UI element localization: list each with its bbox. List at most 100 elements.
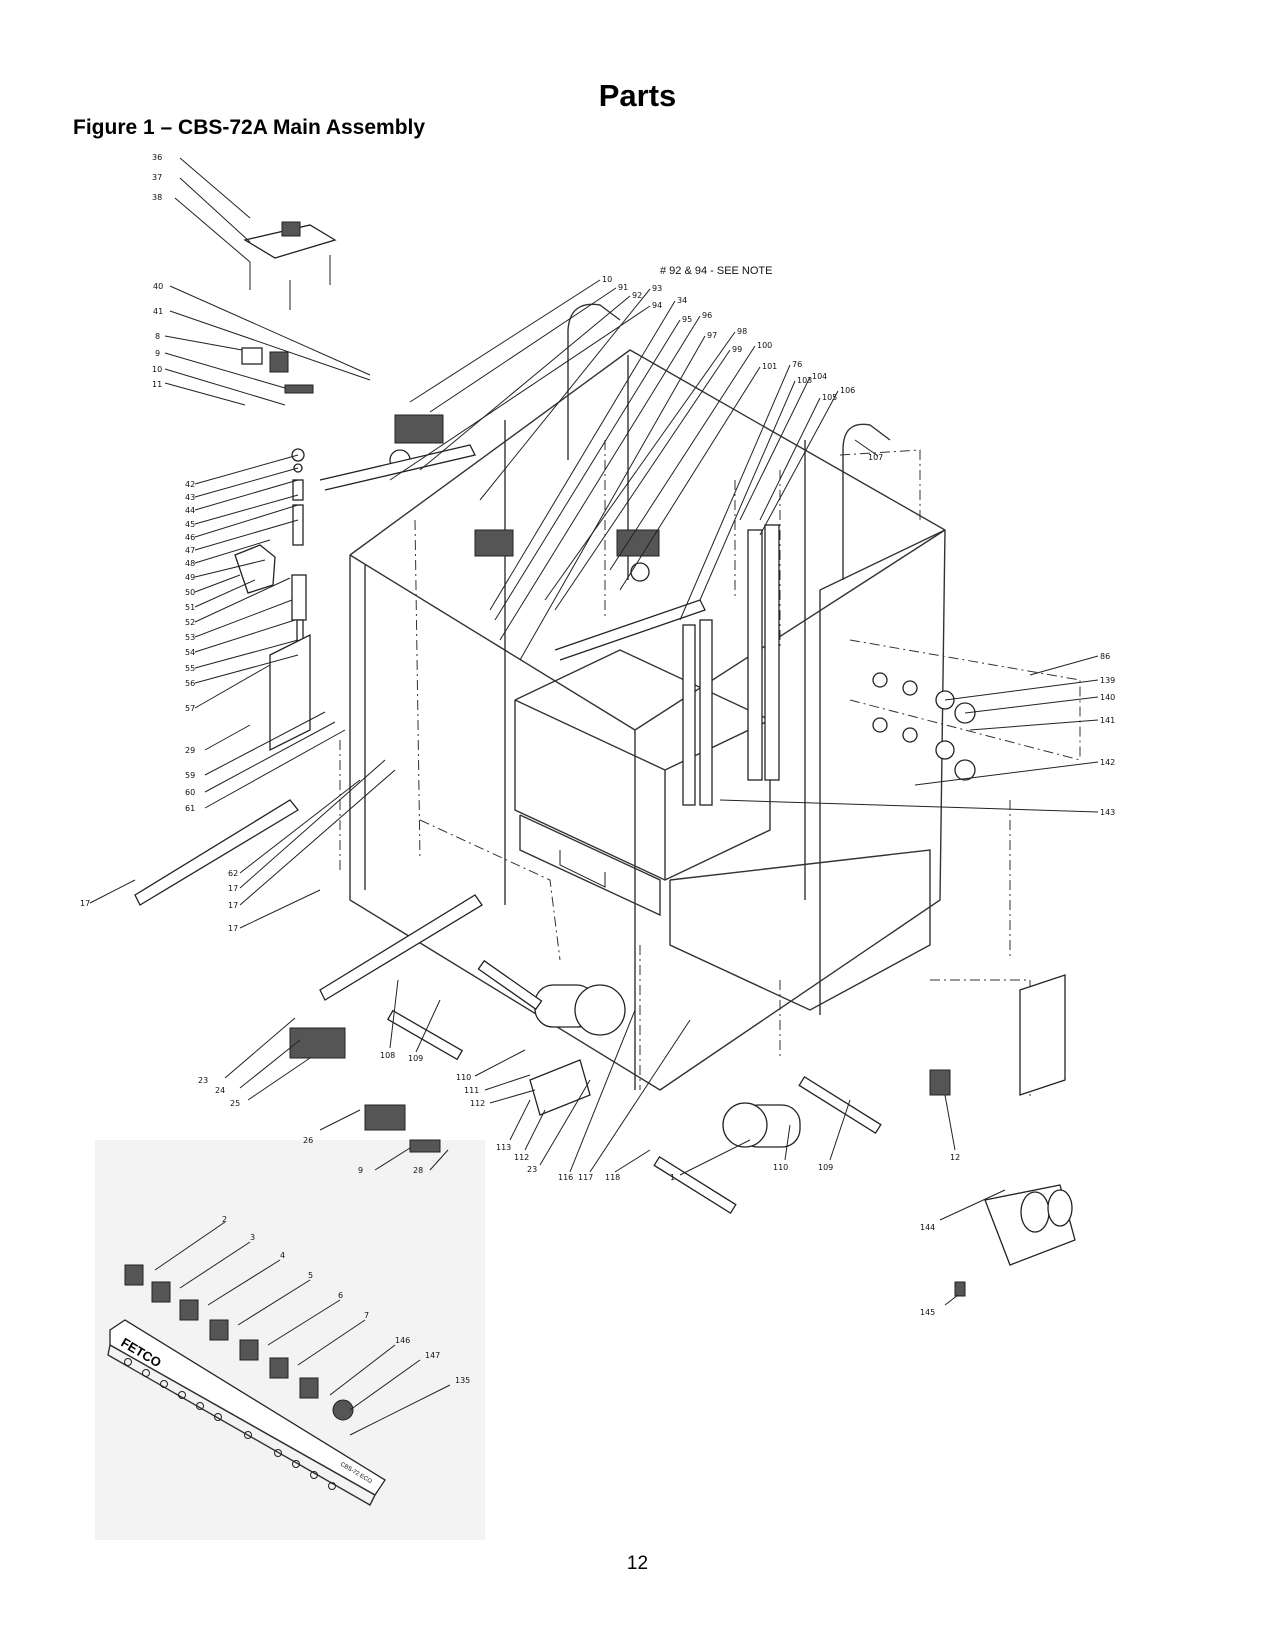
callout-label: 111	[464, 1086, 479, 1095]
callout-label: 5	[308, 1271, 313, 1280]
callout-label: 109	[818, 1163, 833, 1172]
callout-label: 106	[840, 386, 855, 395]
callout-label: 7	[364, 1311, 369, 1320]
diagram-note: # 92 & 94 - SEE NOTE	[660, 265, 773, 277]
front-panel: FETCO CBS-72 ECO	[107, 1319, 386, 1506]
callout-label: 17	[80, 899, 90, 908]
parts	[124, 221, 1076, 1421]
panel-photo-background	[95, 1140, 485, 1540]
callout-label: 42	[185, 480, 195, 489]
callout-label: 1	[670, 1173, 675, 1182]
callout-label: 118	[605, 1173, 620, 1182]
callout-label: 10	[602, 275, 612, 284]
callout-label: 92	[632, 291, 642, 300]
callout-label: 107	[868, 453, 883, 462]
callout-label: 100	[757, 341, 772, 350]
callout-label: 91	[618, 283, 628, 292]
callout-label: 94	[652, 301, 662, 310]
callout-label: 44	[185, 506, 195, 515]
callout-label: 108	[380, 1051, 395, 1060]
callout-label: 135	[455, 1376, 470, 1385]
callout-label: 56	[185, 679, 195, 688]
callout-label: 17	[228, 884, 238, 893]
callout-label: 36	[152, 153, 162, 162]
callout-label: 97	[707, 331, 717, 340]
callout-label: 62	[228, 869, 238, 878]
callout-label: 59	[185, 771, 195, 780]
callout-label: 93	[652, 284, 662, 293]
callout-label: 103	[797, 376, 812, 385]
callout-label: 140	[1100, 693, 1115, 702]
callout-label: 76	[792, 360, 802, 369]
callout-label: 9	[155, 349, 160, 358]
callout-label: 41	[153, 307, 163, 316]
callout-label: 51	[185, 603, 195, 612]
callout-label: 48	[185, 559, 195, 568]
callout-label: 43	[185, 493, 195, 502]
callout-label: 17	[228, 924, 238, 933]
callout-label: 116	[558, 1173, 573, 1182]
callout-label: 6	[338, 1291, 343, 1300]
callout-labels: 36 37 38 40 41 8 9 10 11 42 43 44 45 46 …	[80, 153, 1115, 1385]
callout-label: 26	[303, 1136, 313, 1145]
callout-label: 45	[185, 520, 195, 529]
callout-label: 28	[413, 1166, 423, 1175]
callout-label: 147	[425, 1351, 440, 1360]
callout-label: 105	[822, 393, 837, 402]
leader-lines	[89, 157, 1099, 1436]
page-number: 12	[626, 1553, 649, 1574]
callout-label: 11	[152, 380, 162, 389]
callout-label: 110	[773, 1163, 788, 1172]
callout-label: 60	[185, 788, 195, 797]
callout-label: 145	[920, 1308, 935, 1317]
callout-label: 46	[185, 533, 195, 542]
callout-label: 12	[950, 1153, 960, 1162]
callout-label: 53	[185, 633, 195, 642]
callout-label: 101	[762, 362, 777, 371]
callout-label: 38	[152, 193, 162, 202]
callout-label: 144	[920, 1223, 935, 1232]
page-heading: Parts	[598, 78, 677, 113]
callout-label: 104	[812, 372, 827, 381]
callout-label: 17	[228, 901, 238, 910]
callout-label: 98	[737, 327, 747, 336]
callout-label: 3	[250, 1233, 255, 1242]
callout-label: 47	[185, 546, 195, 555]
callout-label: 96	[702, 311, 712, 320]
callout-label: 57	[185, 704, 195, 713]
callout-label: 146	[395, 1336, 410, 1345]
callout-label: 139	[1100, 676, 1115, 685]
callout-label: 37	[152, 173, 162, 182]
callout-label: 2	[222, 1215, 227, 1224]
callout-label: 55	[185, 664, 195, 673]
callout-label: 10	[152, 365, 162, 374]
callout-label: 109	[408, 1054, 423, 1063]
callout-label: 113	[496, 1143, 511, 1152]
callout-label: 29	[185, 746, 195, 755]
callout-label: 54	[185, 648, 195, 657]
callout-label: 8	[155, 332, 160, 341]
callout-label: 4	[280, 1251, 285, 1260]
callout-label: 110	[456, 1073, 471, 1082]
callout-label: 99	[732, 345, 742, 354]
callout-label: 142	[1100, 758, 1115, 767]
callout-label: 50	[185, 588, 195, 597]
callout-label: 61	[185, 804, 195, 813]
callout-label: 112	[470, 1099, 485, 1108]
callout-label: 34	[677, 296, 687, 305]
callout-label: 143	[1100, 808, 1115, 817]
figure-title: Figure 1 – CBS-72A Main Assembly	[73, 116, 426, 139]
callout-label: 86	[1100, 652, 1110, 661]
callout-label: 9	[358, 1166, 363, 1175]
callout-label: 112	[514, 1153, 529, 1162]
callout-label: 117	[578, 1173, 593, 1182]
callout-label: 23	[198, 1076, 208, 1085]
callout-label: 25	[230, 1099, 240, 1108]
callout-label: 95	[682, 315, 692, 324]
callout-label: 40	[153, 282, 163, 291]
callout-label: 141	[1100, 716, 1115, 725]
callout-label: 52	[185, 618, 195, 627]
callout-label: 23	[527, 1165, 537, 1174]
callout-label: 24	[215, 1086, 225, 1095]
